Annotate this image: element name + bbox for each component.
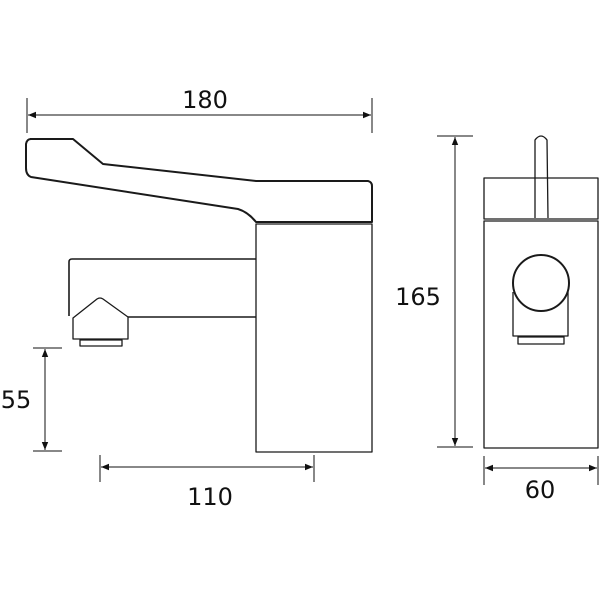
dimension-label-55: 55 xyxy=(0,386,32,414)
dimension-label-180: 180 xyxy=(182,86,228,114)
dimension-label-60: 60 xyxy=(524,476,556,504)
dimension-60 xyxy=(483,456,599,485)
lever-handle xyxy=(25,138,373,223)
dimension-55 xyxy=(33,347,62,452)
front-view xyxy=(483,135,599,449)
tap-body xyxy=(255,223,373,453)
dimension-180 xyxy=(26,98,373,133)
dimension-label-110: 110 xyxy=(187,483,233,511)
spout xyxy=(68,258,256,318)
lever-cap xyxy=(483,177,599,220)
spout-circle xyxy=(512,254,570,312)
dimension-165 xyxy=(437,135,473,448)
lever-stem xyxy=(534,135,549,219)
side-view xyxy=(25,138,373,453)
front-body xyxy=(483,220,599,449)
dimension-label-165: 165 xyxy=(395,283,441,311)
front-nozzle xyxy=(517,336,565,345)
aerator-nozzle xyxy=(72,297,129,347)
dimension-110 xyxy=(99,455,315,482)
front-spout xyxy=(512,292,569,337)
